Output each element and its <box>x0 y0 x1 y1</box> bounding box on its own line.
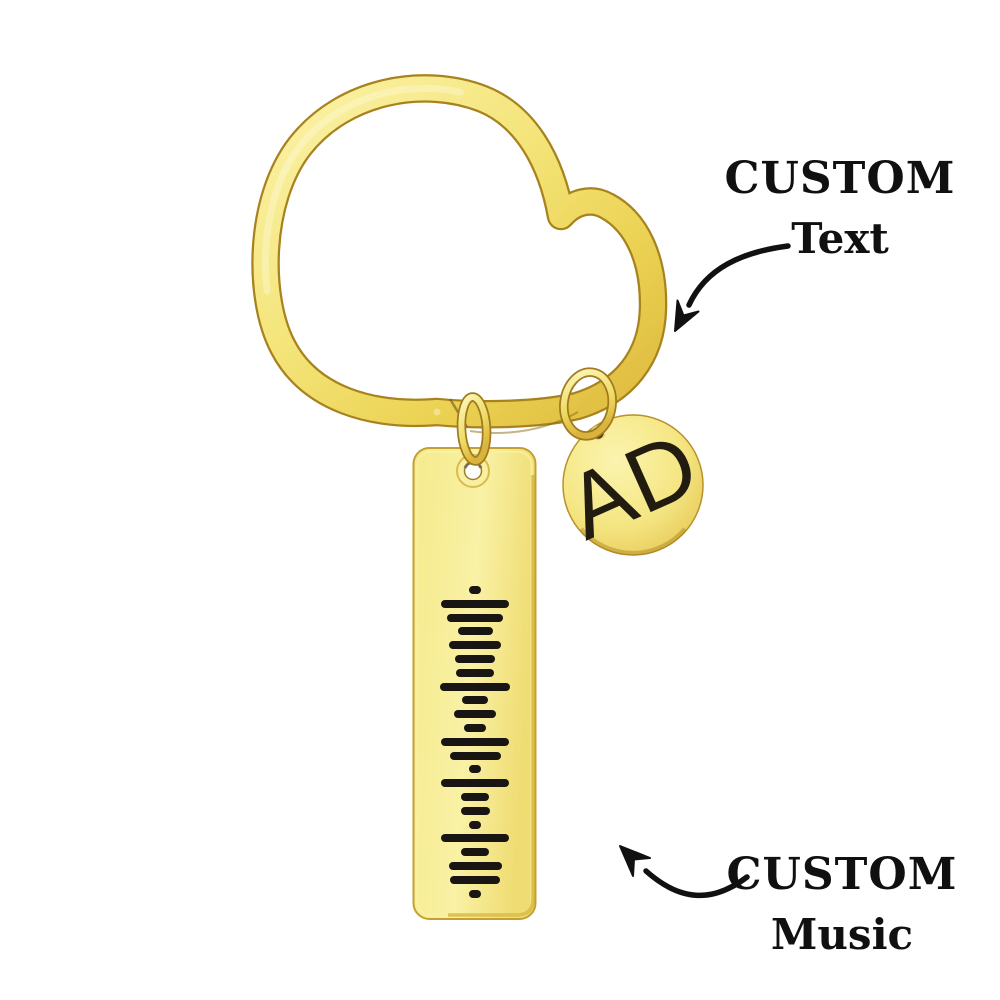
code-bar <box>469 586 481 594</box>
custom-music-label-line1: CUSTOM <box>726 849 958 900</box>
code-bar <box>469 820 481 829</box>
code-bar <box>461 792 489 801</box>
custom-text-label-line2: Text <box>791 214 889 263</box>
code-bar <box>447 613 503 622</box>
code-bar <box>450 875 500 884</box>
code-bar <box>460 806 490 815</box>
music-label-arrow <box>619 845 750 899</box>
code-bar <box>461 848 489 857</box>
heart-keyring <box>251 74 668 434</box>
code-bar <box>454 710 496 719</box>
code-bar <box>457 627 493 636</box>
custom-text-label: CUSTOM Text <box>690 157 990 260</box>
code-bar <box>455 654 495 663</box>
code-bar <box>449 751 501 760</box>
code-bar <box>456 668 494 677</box>
code-bar <box>441 779 509 788</box>
custom-music-label-line2: Music <box>770 910 914 959</box>
tag-plate-bevel <box>448 475 535 917</box>
code-bar <box>448 861 502 870</box>
charm-jump-ring <box>559 367 617 441</box>
text-label-arrowhead <box>674 299 700 332</box>
code-bar <box>464 723 486 732</box>
custom-text-label-line1: CUSTOM <box>724 153 956 204</box>
charm-bottom-shade <box>579 527 687 556</box>
text-label-arrow <box>674 243 791 332</box>
code-bar <box>449 641 501 650</box>
music-code <box>414 586 536 898</box>
code-bar <box>441 737 509 746</box>
code-bar <box>462 696 488 705</box>
code-bar <box>440 682 510 691</box>
code-bar <box>469 765 481 774</box>
heart-keyring-band <box>253 76 666 427</box>
code-bar <box>441 834 509 843</box>
code-bar <box>441 599 509 608</box>
music-label-arrowhead <box>619 845 651 877</box>
code-bar <box>469 889 481 898</box>
charm-disc <box>562 414 704 556</box>
tag-jump-ring <box>456 392 492 466</box>
custom-music-label: CUSTOM Music <box>692 853 992 956</box>
